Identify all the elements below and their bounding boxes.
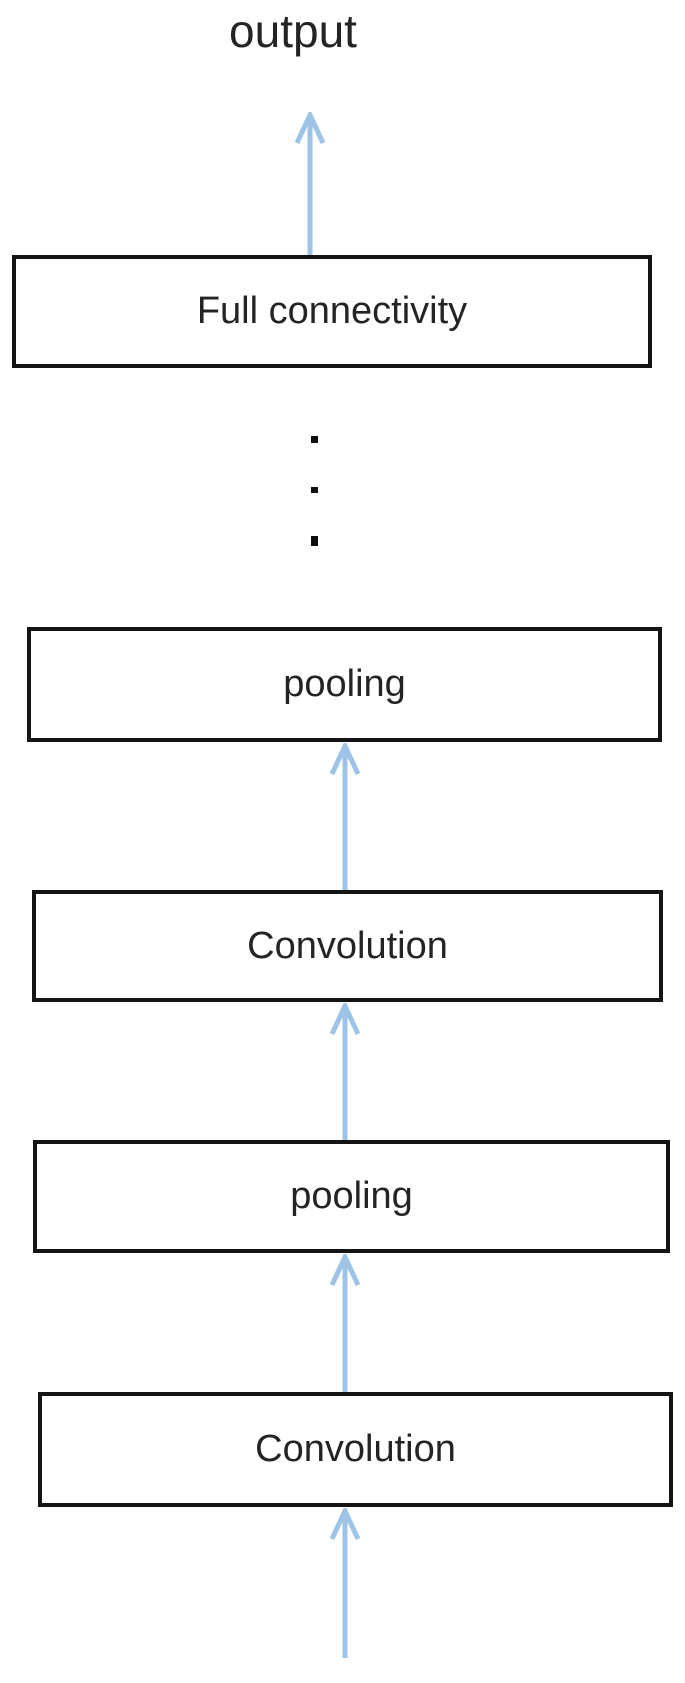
layer-label: Convolution — [255, 1428, 456, 1470]
layer-box-full-connectivity: Full connectivity — [12, 255, 652, 368]
up-arrow-icon — [329, 743, 361, 893]
up-arrow-icon — [329, 1003, 361, 1148]
layer-box-pooling-2: pooling — [33, 1140, 670, 1253]
output-label: output — [229, 5, 357, 57]
layer-label: pooling — [290, 1175, 413, 1217]
layer-box-pooling-1: pooling — [27, 627, 662, 742]
ellipsis-dot — [311, 487, 318, 493]
layer-label: pooling — [283, 663, 406, 705]
ellipsis-dot — [311, 536, 318, 546]
layer-label: Convolution — [247, 924, 448, 967]
layer-label: Full connectivity — [196, 290, 468, 332]
ellipsis-dot — [311, 436, 318, 443]
layer-box-convolution-2: Convolution — [38, 1392, 673, 1507]
up-arrow-icon — [329, 1254, 361, 1395]
layer-box-convolution-1: Convolution — [32, 890, 663, 1002]
up-arrow-icon — [329, 1508, 361, 1658]
up-arrow-icon — [294, 112, 326, 256]
